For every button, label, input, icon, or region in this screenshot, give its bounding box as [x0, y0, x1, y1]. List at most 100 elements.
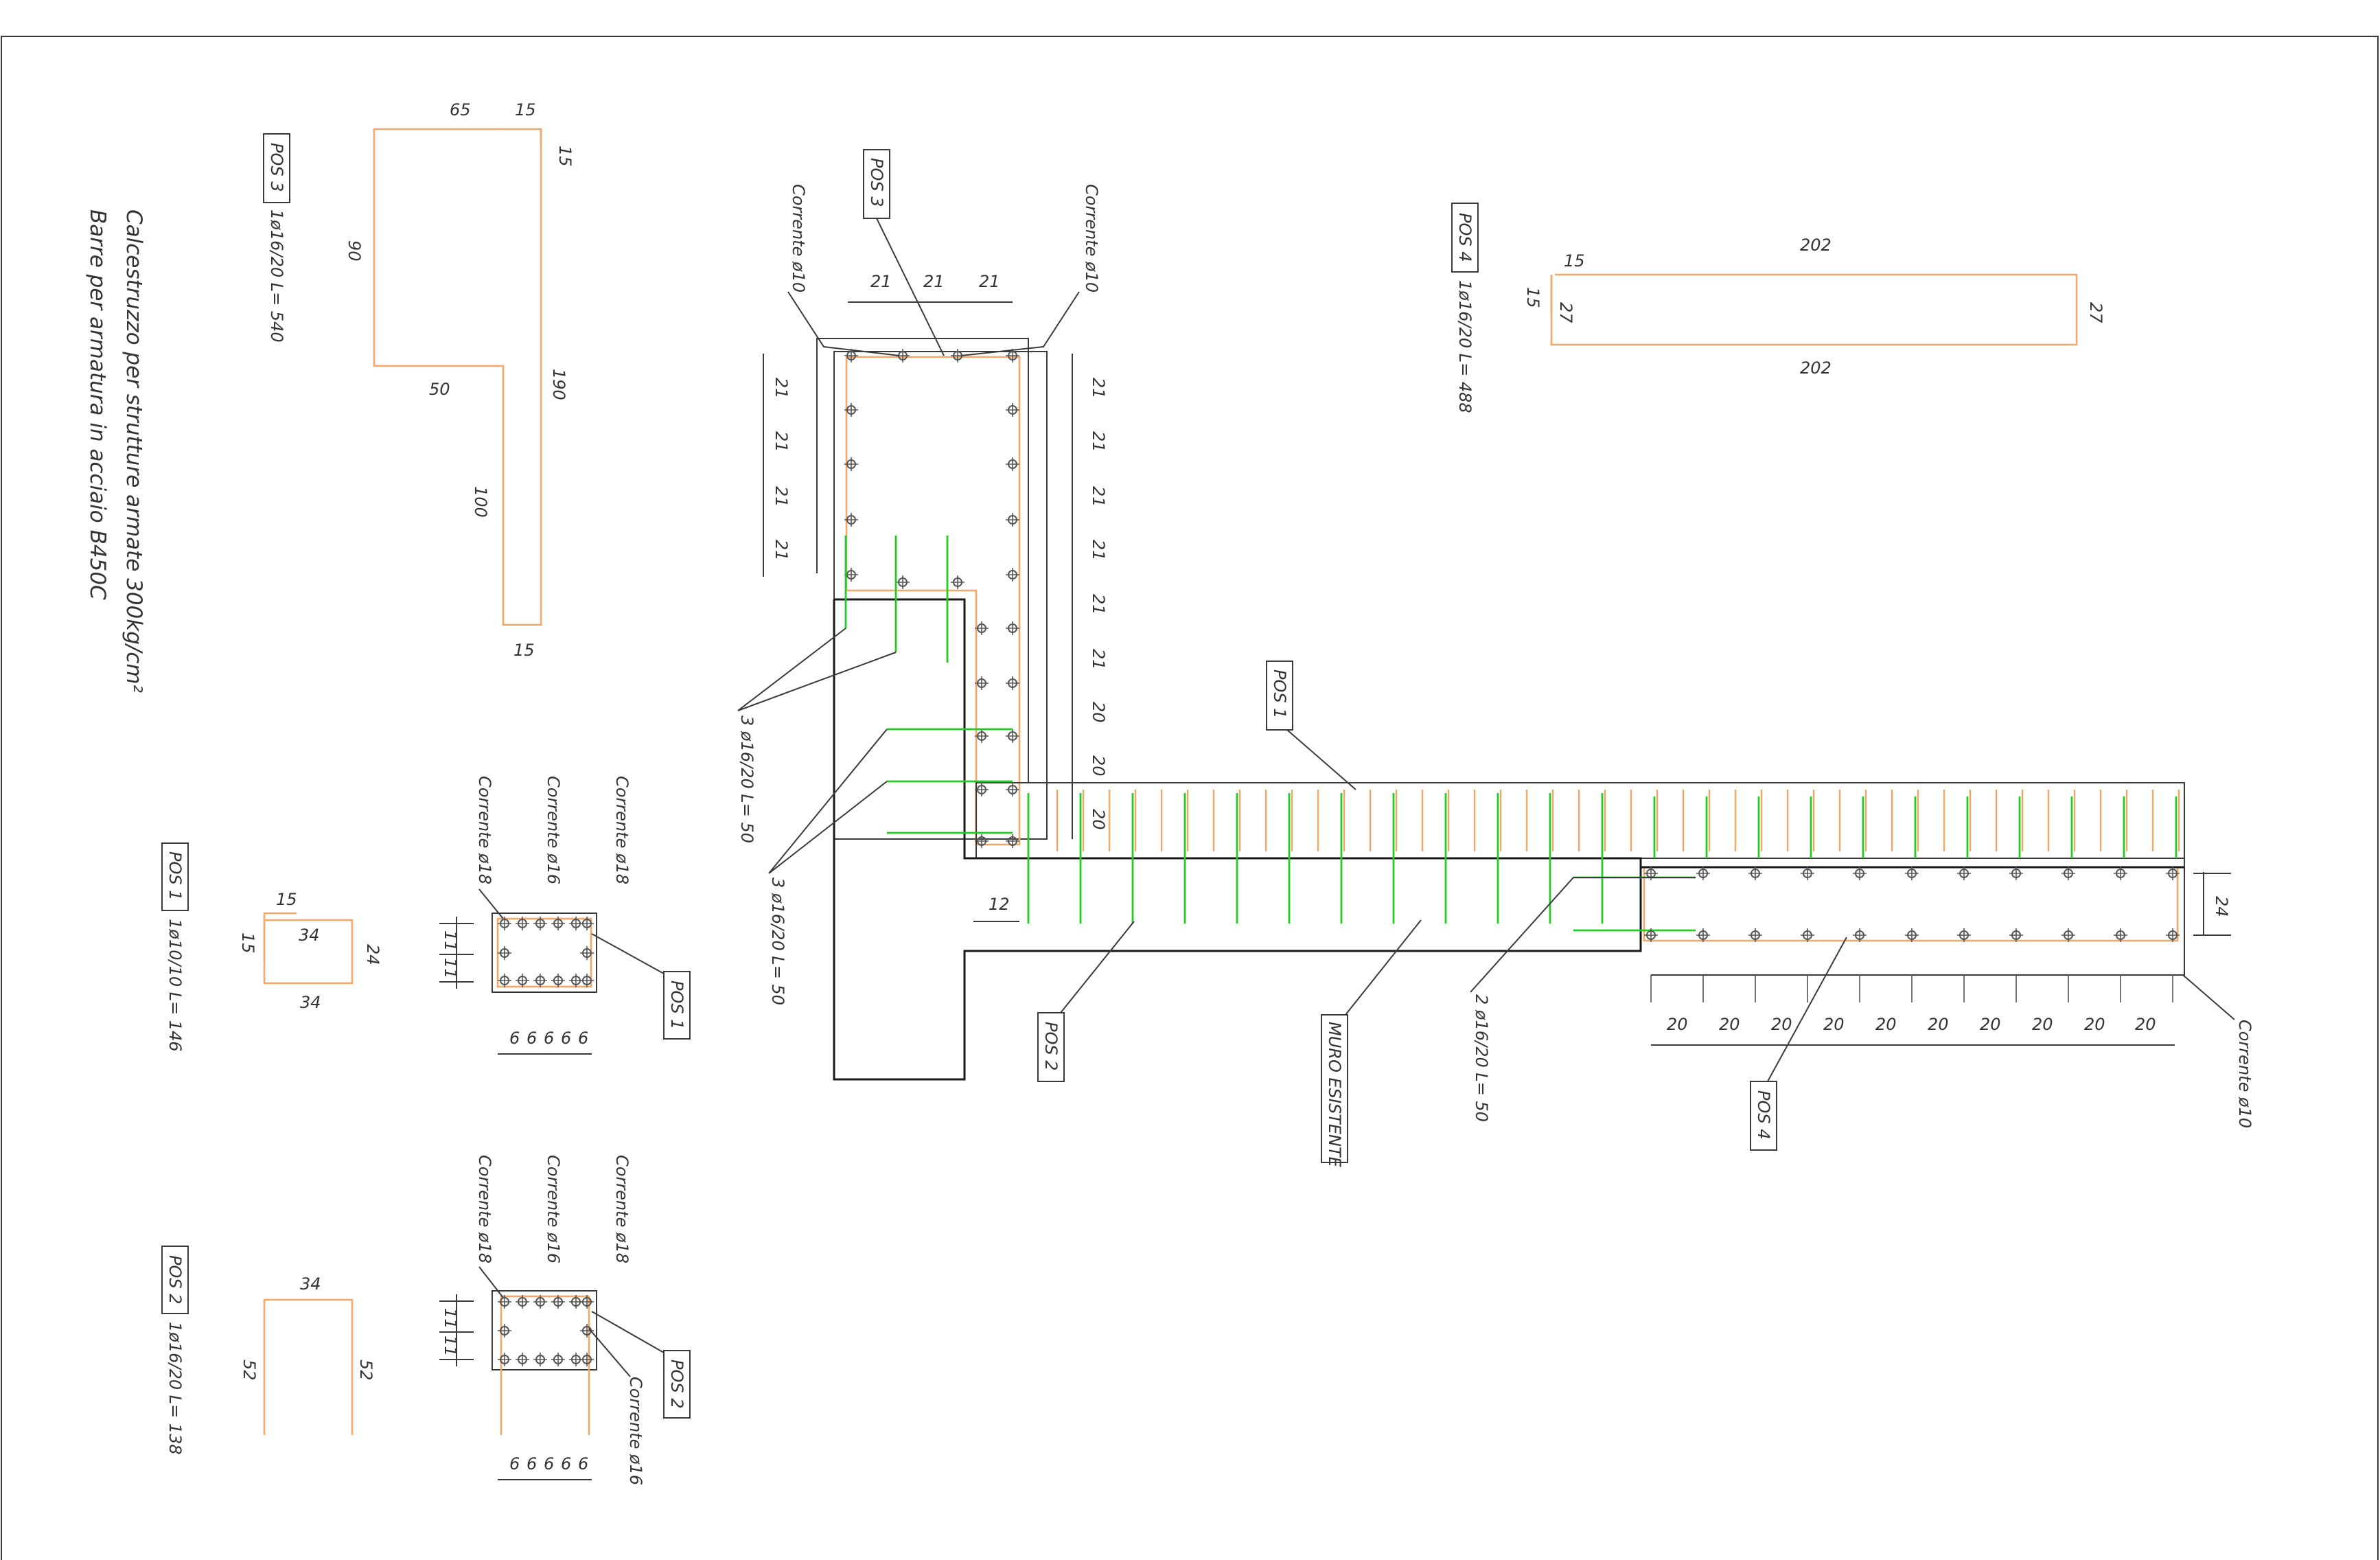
plan-muro-label: MURO ESISTENTE — [1325, 1022, 1344, 1168]
column-bar-top-0 — [844, 349, 858, 363]
section2-bar-bottom-3 — [551, 1353, 565, 1366]
column-bar-right-4 — [1006, 621, 1019, 635]
section1-leaders — [478, 888, 504, 919]
pos4-dim-bottom: 202 — [1800, 358, 1832, 378]
pos4-dim-hook-left: 15 — [1523, 287, 1543, 308]
beam-bar-top-4 — [1853, 867, 1867, 880]
section2-bar-top-1 — [516, 1295, 529, 1309]
pos3-tag-box — [263, 133, 290, 203]
beam-bar-bottom-8 — [2061, 928, 2075, 942]
plan-muro-leader — [1345, 919, 1422, 1016]
column-bar-right-1 — [1006, 457, 1019, 471]
pos1-dim-hook-top: 15 — [276, 890, 297, 909]
column-stirrup — [845, 356, 1021, 846]
section1-tag: POS 1 — [667, 980, 686, 1030]
plan-right-dim-2: 21 — [1089, 431, 1108, 452]
plan-right-dim-4: 21 — [1089, 540, 1108, 561]
plan-bottom-dim-5: 20 — [1875, 1015, 1897, 1034]
column-bar-left-2 — [844, 513, 858, 527]
plan-pos4-tag-box — [1750, 1081, 1777, 1151]
pos4-dim-right: 27 — [2086, 302, 2105, 323]
pos1-dim-inner: 34 — [299, 926, 320, 945]
section1-outline — [492, 913, 597, 993]
section2-tag-box — [663, 1350, 691, 1419]
column-bar-left-1 — [844, 457, 858, 471]
section2-label-right: Corrente ø18 — [612, 1155, 632, 1263]
pos2-bar-detail: POS 2 1ø16/20 L= 138 34 52 52 — [161, 1246, 376, 1455]
section1-bar-mid-1 — [580, 946, 594, 960]
plan-right-dim-7: 20 — [1089, 702, 1108, 723]
pos4-tag: POS 4 — [1455, 213, 1475, 262]
section2-bottom-label: Corrente ø16 — [626, 1377, 645, 1485]
section2-bottom-leader — [588, 1328, 631, 1377]
pos2-tag-box — [161, 1246, 189, 1314]
pos1-dim-hook-left: 15 — [238, 932, 257, 954]
beam-bar-top-7 — [2009, 867, 2023, 880]
pos3-dim-left: 90 — [345, 240, 364, 262]
column-bar-left-0 — [844, 403, 858, 417]
pos2-dim-right: 52 — [356, 1360, 376, 1381]
section1-label-right: Corrente ø18 — [612, 776, 632, 884]
plan-corrente-left: Corrente ø10 — [789, 184, 808, 292]
plan-pos3-leader — [876, 218, 945, 356]
section1-label-left: Corrente ø18 — [475, 776, 494, 884]
pos1-tag: POS 1 — [165, 851, 185, 901]
section1-bar-top-5 — [580, 917, 594, 930]
plan-corrente-right: Corrente ø10 — [1082, 184, 1101, 292]
column-bar-inner-3 — [975, 783, 989, 796]
plan-pos1-leader — [1286, 729, 1356, 790]
plan-bar-label-a-leader — [737, 628, 897, 711]
pos3-spec: 1ø16/20 L= 540 — [267, 209, 286, 343]
section1-bar-bottom-0 — [498, 974, 511, 987]
column-bar-right-5 — [1006, 676, 1019, 690]
section1-tag-leader — [591, 933, 665, 974]
pos4-dim-left-inner: 27 — [1556, 302, 1575, 323]
column-bar-top-3 — [1006, 349, 1019, 363]
section2-bars — [498, 1295, 594, 1366]
plan-top-dim-1: 21 — [870, 272, 892, 291]
column-inner-outline — [833, 351, 1048, 840]
section1-bar-top-3 — [551, 917, 565, 930]
section1-bar-top-2 — [533, 917, 547, 930]
column-bar-right-8 — [1006, 834, 1019, 848]
plan-bar-label-b: 3 ø16/20 L= 50 — [768, 878, 787, 1005]
plan-pos4-leader — [1767, 937, 1847, 1082]
beam-bar-bottom-2 — [1748, 928, 1762, 942]
beam-stirrup-bottom — [1643, 866, 2179, 942]
plan-top-dim-2: 21 — [923, 272, 945, 291]
plan-beam-depth-dim: 24 — [2193, 872, 2231, 936]
section1-dim-h4: 6 — [561, 1029, 571, 1048]
beam-bar-top-2 — [1748, 867, 1762, 880]
section2-leaders — [478, 1266, 504, 1298]
beam-bar-bottom-10 — [2166, 928, 2180, 942]
section2-dim-v2: 11 — [441, 1335, 460, 1357]
plan-bottom-dim-2: 20 — [1719, 1015, 1740, 1034]
section1-dim-h3: 6 — [544, 1029, 554, 1048]
sheet-border — [1, 36, 2379, 1560]
column-bar-inner-0 — [975, 621, 989, 635]
section1-bar-top-0 — [498, 917, 511, 930]
section1-dim-h2: 6 — [527, 1029, 537, 1048]
column-outline — [816, 338, 2185, 976]
beam-bar-top-1 — [1696, 867, 1710, 880]
beam-bar-top-5 — [1905, 867, 1919, 880]
pos4-dim-hook-top: 15 — [1564, 251, 1585, 271]
section2-bar-top-5 — [580, 1295, 594, 1309]
beam-bar-bottom-9 — [2114, 928, 2127, 942]
section2-dim-h: 6 6 6 6 6 — [498, 1454, 592, 1480]
pos1-tag-box — [161, 842, 189, 911]
section1-bar-bottom-3 — [551, 974, 565, 987]
plan-dim-12-text: 12 — [989, 895, 1010, 914]
plan-right-dims: 21 21 21 21 21 21 20 20 20 — [1072, 354, 1108, 839]
plan-right-dim-6: 21 — [1089, 649, 1108, 670]
plan-bottom-dim-10: 20 — [2135, 1015, 2156, 1034]
plan-muro-box — [1321, 1014, 1348, 1163]
pos3-dim-right: 190 — [549, 369, 568, 400]
plan-bottom-dim-8: 20 — [2032, 1015, 2053, 1034]
section1-dim-v: 11 11 — [439, 917, 474, 989]
pos2-bar-shape — [263, 1298, 354, 1435]
beam-bottom-bars — [1644, 867, 2180, 1002]
section1-label-mid: Corrente ø16 — [544, 776, 563, 884]
pos3-dim-hook-right: 15 — [555, 146, 575, 167]
